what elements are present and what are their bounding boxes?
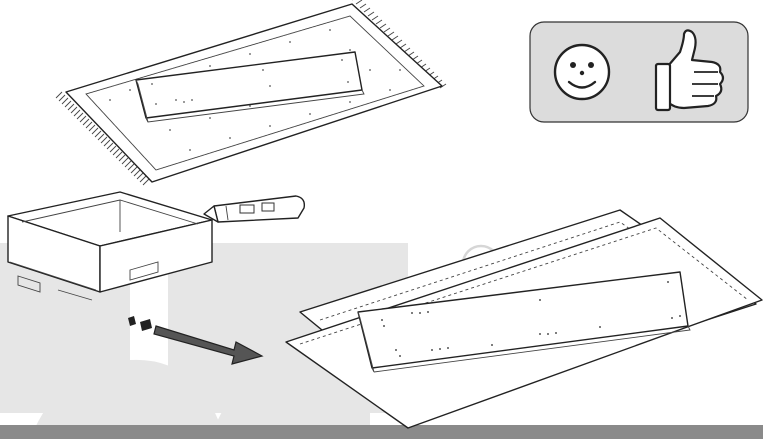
blanket-panel-illustration: [56, 0, 446, 185]
bottom-bar: [0, 425, 763, 439]
smiley-face-icon: [555, 45, 609, 99]
feedback-panel: [530, 22, 748, 122]
